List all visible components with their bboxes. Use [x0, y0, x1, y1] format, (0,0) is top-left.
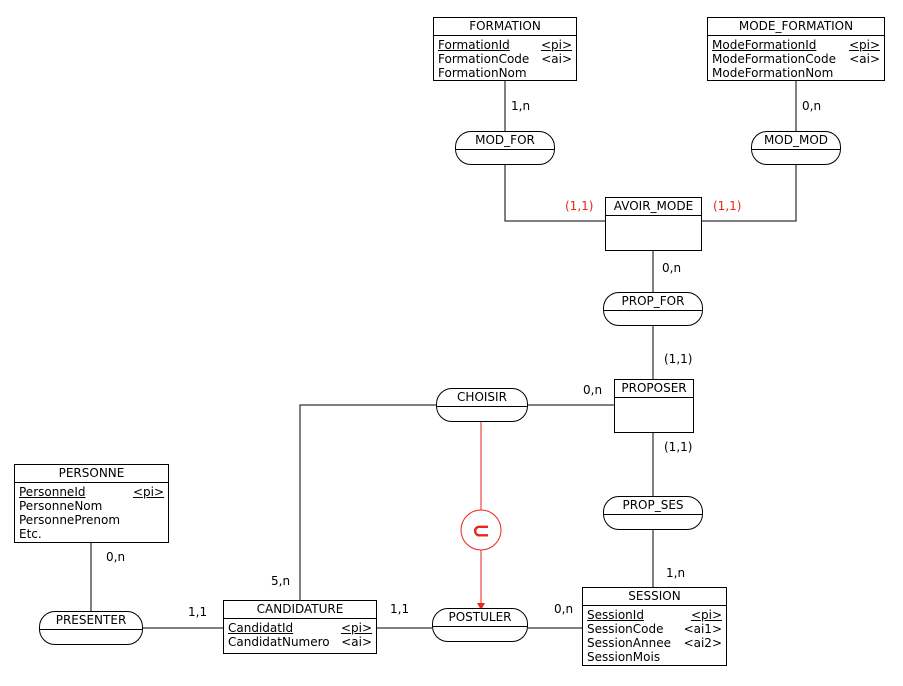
association-prop-ses: PROP_SES	[603, 496, 703, 530]
entity-formation: FORMATION FormationId<pi> FormationCode<…	[433, 17, 577, 81]
link-mod-for-avoir-mode	[504, 165, 605, 222]
attribute-row: SessionAnnee<ai2>	[587, 636, 722, 650]
association-mod-for: MOD_FOR	[455, 131, 555, 165]
attribute-row: PersonnePrenom	[19, 513, 121, 527]
entity-candidature: CANDIDATURE CandidatId<pi> CandidatNumer…	[223, 600, 377, 654]
cardinality-avoir-mode-mod-for: (1,1)	[565, 199, 594, 213]
entity-title: CANDIDATURE	[224, 601, 376, 619]
entity-title: SESSION	[583, 588, 726, 606]
attribute-row: CandidatId<pi>	[228, 621, 372, 635]
cardinality-avoir-mode-prop-for: 0,n	[662, 261, 682, 275]
association-mod-mod: MOD_MOD	[751, 131, 841, 165]
association-label: PROP_FOR	[604, 293, 702, 311]
cardinality-session-postuler: 0,n	[554, 602, 574, 616]
entity-title: AVOIR_MODE	[606, 198, 701, 216]
entity-proposer: PROPOSER	[614, 379, 694, 433]
inclusion-arrowhead	[477, 603, 485, 610]
entity-title: PROPOSER	[615, 380, 693, 398]
link-choisir-candidature	[299, 404, 436, 600]
inclusion-symbol: ⊂	[472, 519, 490, 544]
link-mod-mod-avoir-mode	[702, 165, 797, 222]
cardinality-proposer-prop-ses: (1,1)	[664, 440, 693, 454]
attribute-row: SessionId<pi>	[587, 608, 722, 622]
cardinality-candidature-choisir: 5,n	[271, 574, 291, 588]
cardinality-avoir-mode-mod-mod: (1,1)	[713, 199, 742, 213]
cardinality-proposer-prop-for: (1,1)	[664, 352, 693, 366]
entity-avoir-mode: AVOIR_MODE	[605, 197, 702, 251]
association-label: CHOISIR	[437, 389, 527, 407]
association-label: POSTULER	[433, 609, 527, 627]
association-label: PRESENTER	[40, 612, 142, 630]
cardinality-proposer-choisir: 0,n	[583, 383, 603, 397]
entity-title: PERSONNE	[15, 465, 168, 483]
association-label: MOD_FOR	[456, 132, 554, 150]
association-label: MOD_MOD	[752, 132, 840, 150]
entity-personne: PERSONNE PersonneId<pi> PersonneNom Pers…	[14, 464, 169, 543]
attribute-row: CandidatNumero<ai>	[228, 635, 372, 649]
attribute-row: ModeFormationCode<ai>	[712, 52, 880, 66]
cardinality-candidature-postuler: 1,1	[390, 602, 410, 616]
attribute-row: FormationCode<ai>	[438, 52, 572, 66]
cardinality-session-prop-ses: 1,n	[666, 566, 686, 580]
cardinality-formation-mod-for: 1,n	[511, 99, 531, 113]
attribute-row: ModeFormationNom	[712, 66, 834, 80]
attribute-row: Etc.	[19, 527, 42, 541]
association-postuler: POSTULER	[432, 608, 528, 642]
association-choisir: CHOISIR	[436, 388, 528, 422]
attribute-row: PersonneId<pi>	[19, 485, 164, 499]
cardinality-candidature-presenter: 1,1	[188, 605, 208, 619]
attribute-row: ModeFormationId<pi>	[712, 38, 880, 52]
entity-title: MODE_FORMATION	[708, 18, 884, 36]
entity-mode-formation: MODE_FORMATION ModeFormationId<pi> ModeF…	[707, 17, 885, 81]
cardinality-mode-mod-mod: 0,n	[802, 99, 822, 113]
entity-session: SESSION SessionId<pi> SessionCode<ai1> S…	[582, 587, 727, 666]
attribute-row: PersonneNom	[19, 499, 103, 513]
entity-title: FORMATION	[434, 18, 576, 36]
attribute-row: FormationNom	[438, 66, 527, 80]
attribute-row: FormationId<pi>	[438, 38, 572, 52]
association-label: PROP_SES	[604, 497, 702, 515]
cardinality-personne-presenter: 0,n	[106, 550, 126, 564]
attribute-row: SessionCode<ai1>	[587, 622, 722, 636]
association-prop-for: PROP_FOR	[603, 292, 703, 326]
attribute-row: SessionMois	[587, 650, 661, 664]
association-presenter: PRESENTER	[39, 611, 143, 645]
